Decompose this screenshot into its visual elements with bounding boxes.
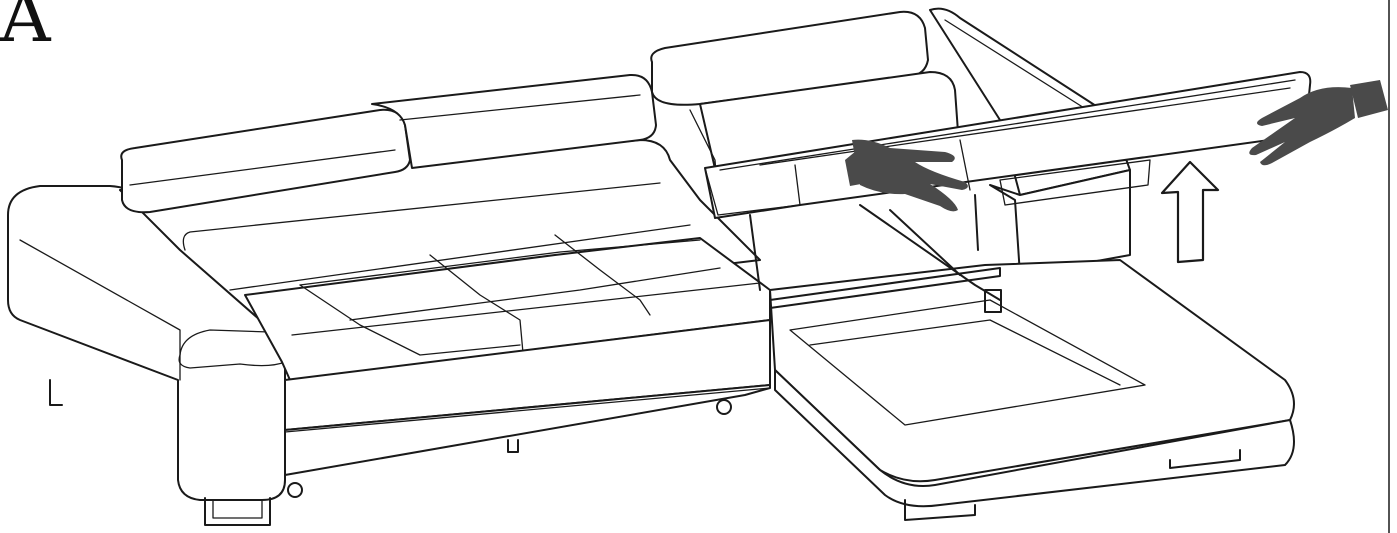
chaise-leg [1169, 449, 1241, 469]
pullout-base [284, 384, 771, 476]
sofa-foot [507, 439, 519, 453]
support-bar [769, 267, 1001, 309]
gas-strut [749, 214, 761, 291]
sofa-leg [204, 497, 271, 526]
headrest-right [371, 73, 657, 169]
caster-wheel [716, 399, 732, 415]
chaise-armrest [989, 169, 1131, 276]
chaise-leg [904, 499, 976, 521]
left-armrest [7, 185, 290, 501]
caster-wheel [287, 482, 303, 498]
bracket [984, 289, 1002, 313]
step-letter: A [0, 0, 51, 58]
hand-lifting-icon [845, 139, 968, 212]
storage-inner [789, 299, 1146, 426]
hand-lifting-icon [1249, 80, 1388, 166]
sofa-main-section [7, 73, 771, 526]
sofa-leg [49, 379, 63, 406]
chaise-front [774, 369, 1295, 508]
lift-arm [859, 204, 1001, 301]
chaise-section [650, 7, 1312, 521]
up-arrow-icon [1160, 160, 1220, 264]
